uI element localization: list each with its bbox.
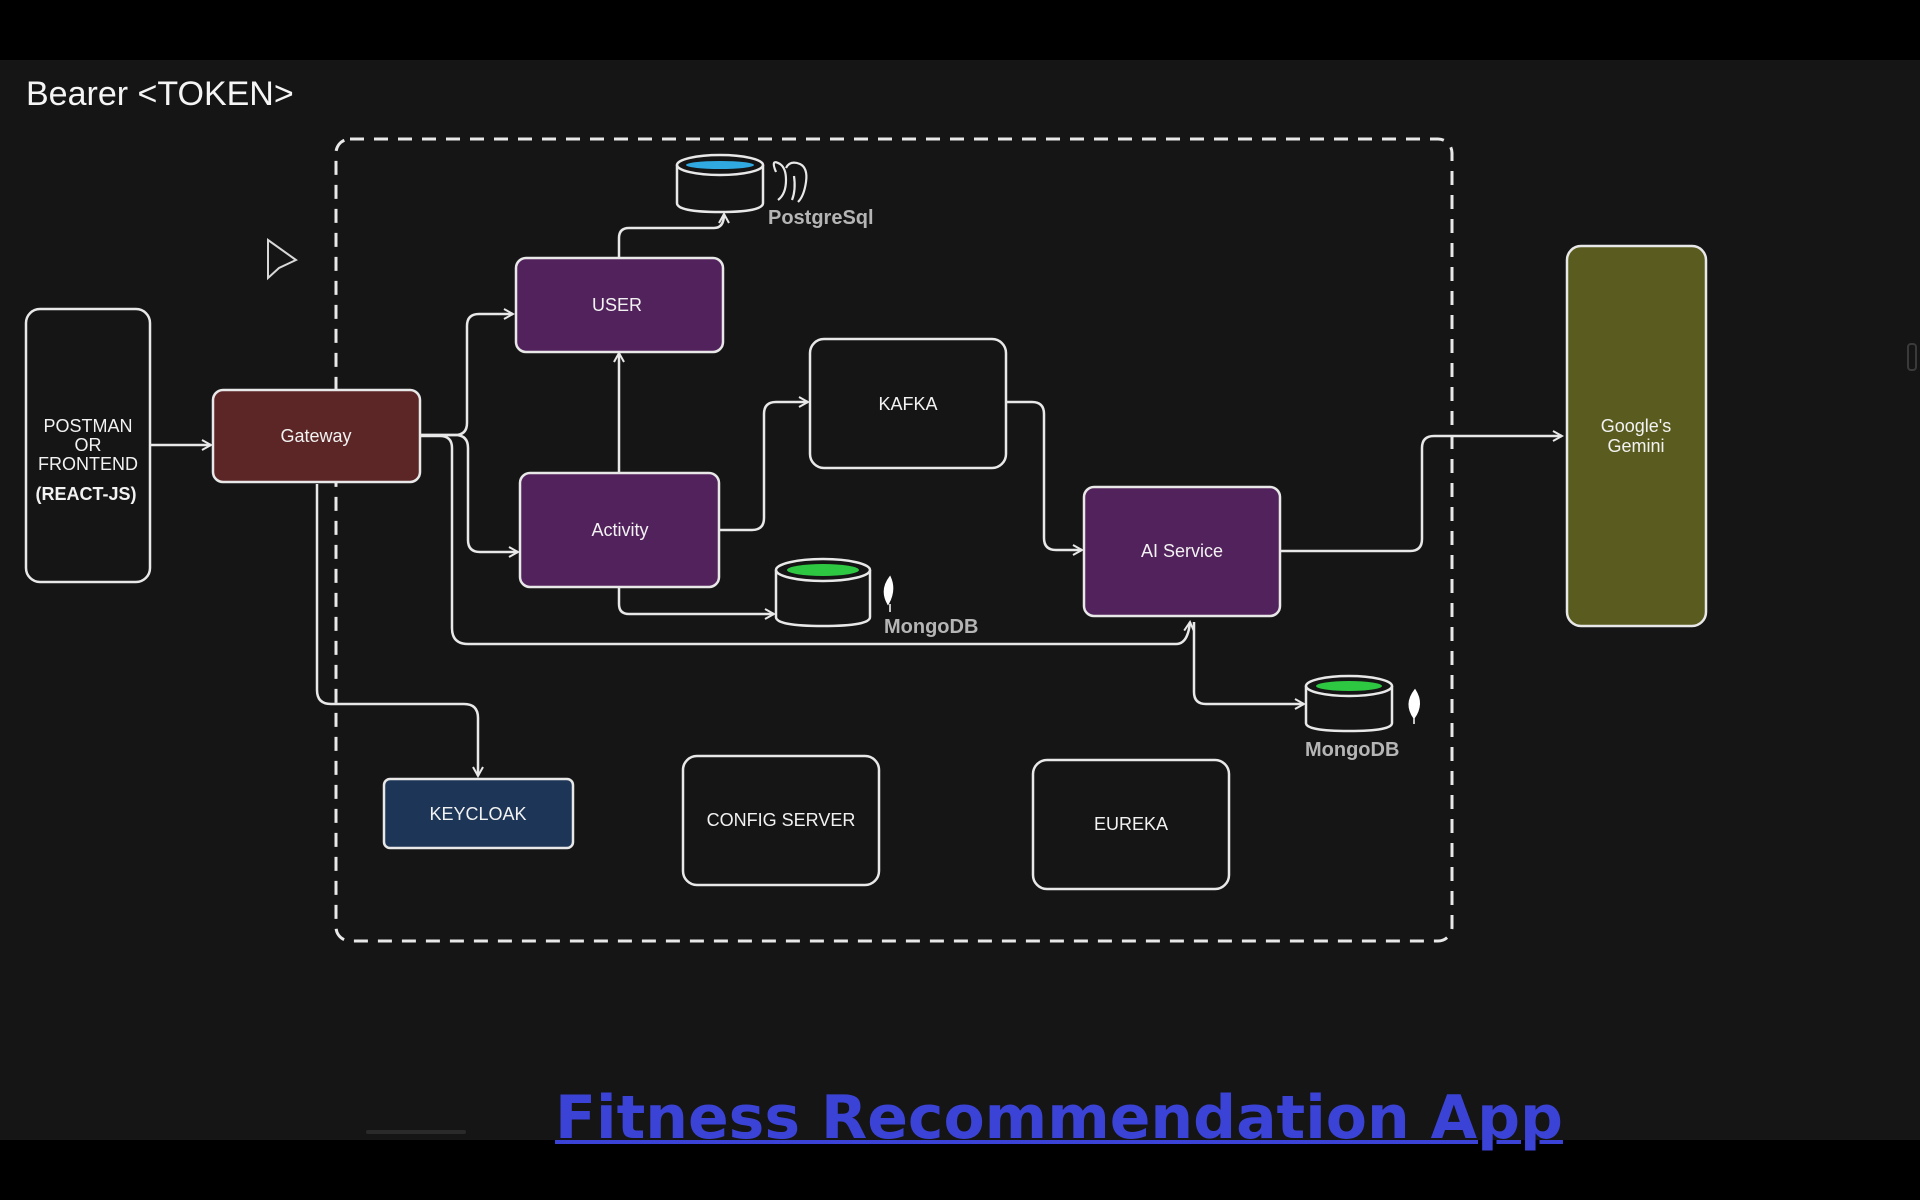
ai-service-label: AI Service [1141, 541, 1223, 561]
mongodb-ai-label: MongoDB [1305, 739, 1399, 761]
edge-gateway-ai [420, 434, 1190, 646]
edge-gateway-activity [420, 433, 518, 552]
client-node: POSTMAN OR FRONTEND (REACT-JS) [24, 307, 152, 584]
edge-activity-kafka [720, 402, 808, 532]
edge-activity-mongo [617, 587, 774, 614]
edge-gateway-keycloak [315, 484, 478, 776]
kafka-node: KAFKA [808, 337, 1008, 470]
edge-user-postgres [617, 214, 724, 258]
gateway-label: Gateway [280, 426, 351, 446]
user-service-node: USER [514, 256, 725, 354]
kafka-label: KAFKA [878, 394, 937, 414]
activity-label: Activity [591, 520, 648, 540]
mongodb-leaf-icon [1408, 688, 1420, 724]
mongodb-accent [1316, 681, 1382, 691]
edge-ai-gemini [1280, 436, 1562, 553]
mouse-cursor-icon [267, 238, 298, 281]
mongodb-leaf-icon [883, 575, 894, 612]
postgresql-elephant-icon [772, 161, 808, 203]
edge-gateway-user [420, 314, 513, 437]
app-title: Fitness Recommendation App [555, 1083, 1563, 1153]
keycloak-label: KEYCLOAK [429, 804, 526, 824]
gemini-label-line1: Google's [1601, 416, 1671, 436]
bearer-token-label: Bearer <TOKEN> [26, 75, 294, 113]
postgres-label: PostgreSql [768, 207, 874, 229]
client-label-line3: FRONTEND [38, 454, 138, 474]
mongodb-activity-database: MongoDB [774, 557, 978, 638]
gemini-label-line2: Gemini [1607, 436, 1664, 456]
mongodb-activity-label: MongoDB [884, 616, 978, 638]
connectors [150, 214, 1562, 776]
gemini-node: Google's Gemini [1565, 244, 1708, 628]
backend-boundary [334, 137, 1454, 943]
mongodb-accent [787, 564, 859, 576]
config-server-label: CONFIG SERVER [707, 810, 856, 830]
video-progress-bar[interactable] [366, 1130, 466, 1134]
mongodb-ai-database: MongoDB [1304, 674, 1420, 761]
edge-kafka-ai [1006, 400, 1082, 550]
eureka-node: EUREKA [1031, 758, 1231, 891]
postgres-accent [686, 161, 754, 169]
client-label-line2: OR [75, 435, 102, 455]
edge-ai-mongo [1192, 622, 1304, 704]
ai-service-node: AI Service [1082, 485, 1282, 618]
postgres-database: PostgreSql [675, 153, 874, 229]
activity-service-node: Activity [518, 471, 721, 589]
user-label: USER [592, 295, 642, 315]
config-server-node: CONFIG SERVER [681, 754, 881, 887]
scroll-handle[interactable] [1907, 343, 1917, 371]
client-label-line4: (REACT-JS) [35, 484, 136, 504]
client-label-line1: POSTMAN [43, 416, 132, 436]
gateway-node: Gateway [211, 388, 422, 484]
eureka-label: EUREKA [1094, 814, 1168, 834]
keycloak-node: KEYCLOAK [382, 777, 575, 850]
